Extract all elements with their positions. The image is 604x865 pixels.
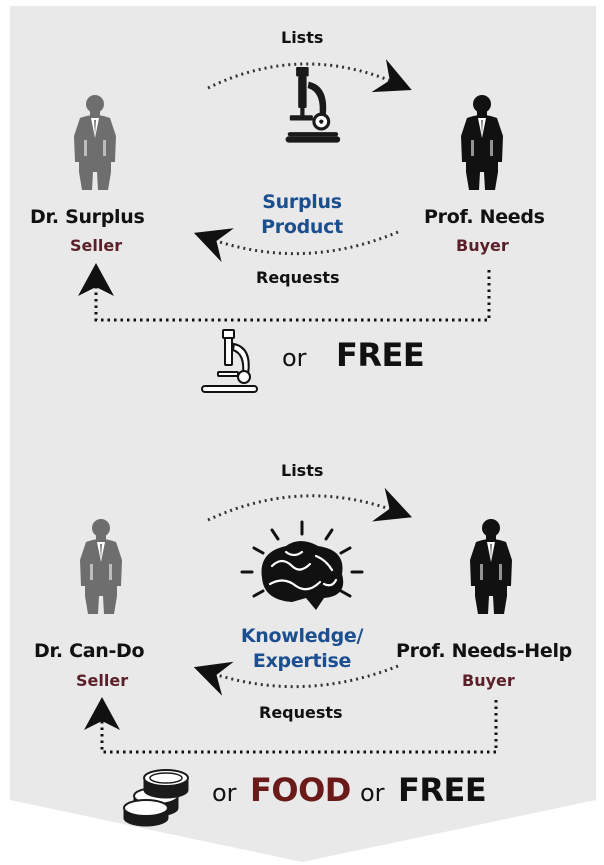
microscope-icon — [201, 329, 258, 393]
lists-arrow-1 — [207, 59, 412, 93]
payment-path-2 — [84, 697, 498, 754]
coins-icon — [123, 769, 189, 827]
payment-food: FOOD — [250, 771, 351, 809]
requests-arrow-2 — [193, 661, 399, 696]
requests-label: Requests — [259, 703, 343, 722]
payment-free: FREE — [336, 336, 425, 374]
requests-label: Requests — [256, 268, 340, 287]
lists-label: Lists — [281, 461, 324, 480]
product-line-1: Surplus — [262, 191, 342, 213]
payment-or: or — [360, 779, 385, 807]
requests-arrow-1 — [193, 228, 399, 263]
seller-name: Dr. Surplus — [30, 206, 145, 228]
lists-label: Lists — [281, 28, 324, 47]
product-line-2: Product — [261, 216, 343, 238]
seller-name: Dr. Can-Do — [34, 640, 145, 662]
brain-icon — [240, 520, 364, 610]
buyer-role: Buyer — [462, 671, 515, 690]
payment-or: or — [282, 344, 307, 372]
payment-free: FREE — [398, 771, 487, 809]
buyer-name: Prof. Needs — [424, 206, 545, 228]
payment-or: or — [212, 779, 237, 807]
product-line-1: Knowledge/ — [240, 625, 364, 647]
product-label: Knowledge/ Expertise — [226, 624, 378, 674]
seller-role: Seller — [70, 236, 123, 255]
seller-role: Seller — [76, 671, 129, 690]
panel-shape — [10, 6, 596, 862]
payment-path-1 — [78, 263, 491, 322]
product-line-2: Expertise — [252, 650, 352, 672]
buyer-name: Prof. Needs-Help — [396, 640, 572, 662]
product-label: Surplus Product — [240, 190, 364, 240]
buyer-role: Buyer — [456, 236, 509, 255]
lists-arrow-2 — [207, 487, 413, 522]
